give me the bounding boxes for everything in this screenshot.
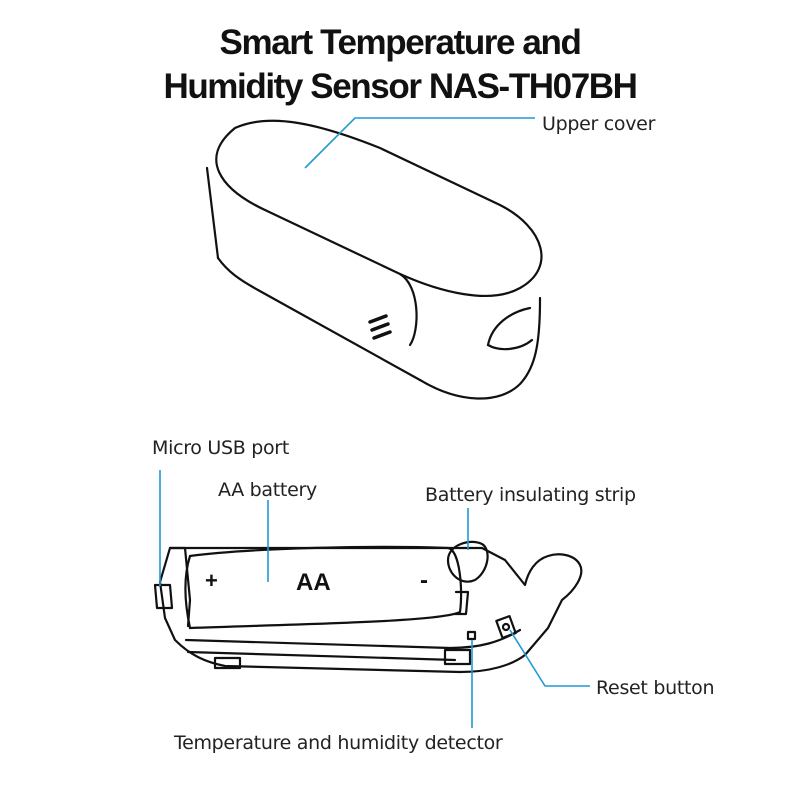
label-reset-button: Reset button <box>596 677 715 699</box>
battery-minus-mark: - <box>420 567 428 594</box>
diagram-title-line-1: Smart Temperature and <box>219 23 582 62</box>
upper-cover-drawing <box>205 119 543 400</box>
battery-aa-mark: AA <box>296 569 331 596</box>
battery-plus-mark: + <box>205 568 218 593</box>
label-micro-usb-port: Micro USB port <box>152 437 289 459</box>
leader-lines <box>159 117 590 728</box>
label-temperature-humidity-detector: Temperature and humidity detector <box>174 732 503 754</box>
diagram-title-line-2: Humidity Sensor NAS-TH07BH <box>163 67 638 106</box>
label-battery-insulating-strip: Battery insulating strip <box>425 484 636 506</box>
label-aa-battery: AA battery <box>218 479 317 501</box>
label-upper-cover: Upper cover <box>542 113 656 135</box>
aa-battery-drawing <box>184 545 463 630</box>
leader-upper-cover <box>304 117 535 169</box>
device-base-drawing <box>153 540 583 674</box>
leader-reset-button <box>509 629 590 687</box>
